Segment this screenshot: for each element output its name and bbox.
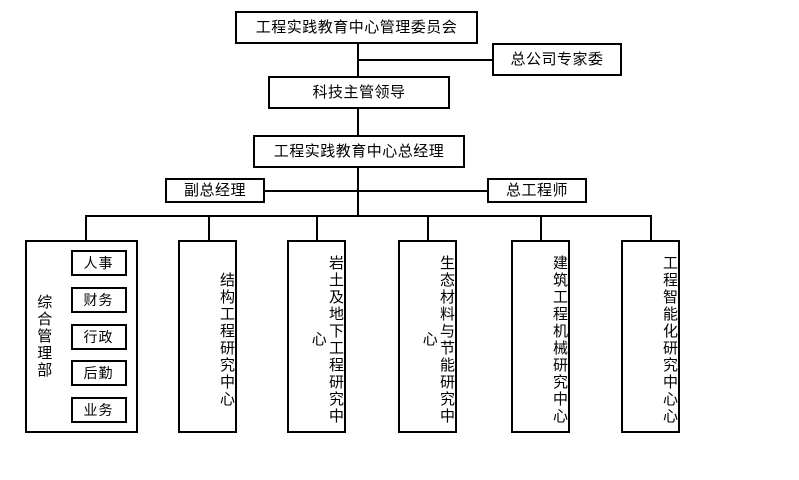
node-comprehensive-management-department[interactable]: 综合管理部 人事 财务 行政 后勤 业务 <box>25 240 138 433</box>
connector-drop-dept-5 <box>540 215 542 240</box>
node-engineering-intelligentization-research-center[interactable]: 工程智能化研究中心心 <box>621 240 680 433</box>
connector-drop-dept-3 <box>316 215 318 240</box>
node-eco-material-energy-saving-research-center[interactable]: 生态材料与节能研究中心 <box>398 240 457 433</box>
node-technical-supervising-leader-label: 科技主管领导 <box>312 82 406 101</box>
node-chief-engineer-label: 总工程师 <box>505 180 568 199</box>
subunit-hr[interactable]: 人事 <box>70 250 127 276</box>
subunit-logistics-label: 后勤 <box>83 366 114 383</box>
connector-committee-to-advisory <box>357 59 493 61</box>
connector-department-bus <box>85 215 651 217</box>
connector-drop-dept-4 <box>427 215 429 240</box>
connector-drop-dept-2 <box>208 215 210 240</box>
node-deputy-general-manager-label: 副总经理 <box>183 180 246 199</box>
connector-tech-lead-to-gm <box>357 109 359 136</box>
subunit-finance[interactable]: 财务 <box>70 286 127 313</box>
node-technical-supervising-leader[interactable]: 科技主管领导 <box>268 76 450 109</box>
node-engineering-intelligentization-research-center-label: 工程智能化研究中心心 <box>661 254 679 425</box>
connector-trunk-to-chief-engineer <box>357 190 487 192</box>
node-construction-machinery-research-center-label: 建筑工程机械研究中心 <box>551 254 569 425</box>
subunit-list: 人事 财务 行政 后勤 业务 <box>61 242 136 431</box>
subunit-operations[interactable]: 业务 <box>70 397 127 423</box>
connector-drop-dept-1 <box>85 215 87 240</box>
node-management-committee[interactable]: 工程实践教育中心管理委员会 <box>235 11 478 44</box>
subunit-hr-label: 人事 <box>83 256 114 272</box>
node-comprehensive-management-department-label: 综合管理部 <box>35 294 54 379</box>
connector-gm-trunk <box>357 168 359 216</box>
node-eco-material-energy-saving-research-center-label: 生态材料与节能研究中心 <box>420 254 456 425</box>
node-management-committee-label: 工程实践教育中心管理委员会 <box>255 17 458 36</box>
node-geotechnical-underground-engineering-research-center[interactable]: 岩土及地下工程研究中心 <box>287 240 346 433</box>
node-deputy-general-manager[interactable]: 副总经理 <box>165 178 265 203</box>
subunit-administration[interactable]: 行政 <box>70 323 127 350</box>
node-corporate-expert-committee-label: 总公司专家委 <box>510 49 604 68</box>
subunit-operations-label: 业务 <box>83 403 114 419</box>
node-construction-machinery-research-center[interactable]: 建筑工程机械研究中心 <box>511 240 570 433</box>
node-corporate-expert-committee[interactable]: 总公司专家委 <box>492 43 622 76</box>
subunit-administration-label: 行政 <box>83 329 114 346</box>
connector-deputy-gm-to-trunk <box>265 190 359 192</box>
node-structural-engineering-research-center[interactable]: 结构工程研究中心 <box>178 240 237 433</box>
node-geotechnical-underground-engineering-research-center-label: 岩土及地下工程研究中心 <box>309 254 345 425</box>
connector-drop-dept-6 <box>650 215 652 240</box>
node-general-manager[interactable]: 工程实践教育中心总经理 <box>253 135 465 168</box>
node-chief-engineer[interactable]: 总工程师 <box>487 178 587 203</box>
subunit-logistics[interactable]: 后勤 <box>70 360 127 387</box>
node-general-manager-label: 工程实践教育中心总经理 <box>273 141 445 160</box>
node-structural-engineering-research-center-label: 结构工程研究中心 <box>218 271 236 408</box>
subunit-finance-label: 财务 <box>83 292 114 309</box>
